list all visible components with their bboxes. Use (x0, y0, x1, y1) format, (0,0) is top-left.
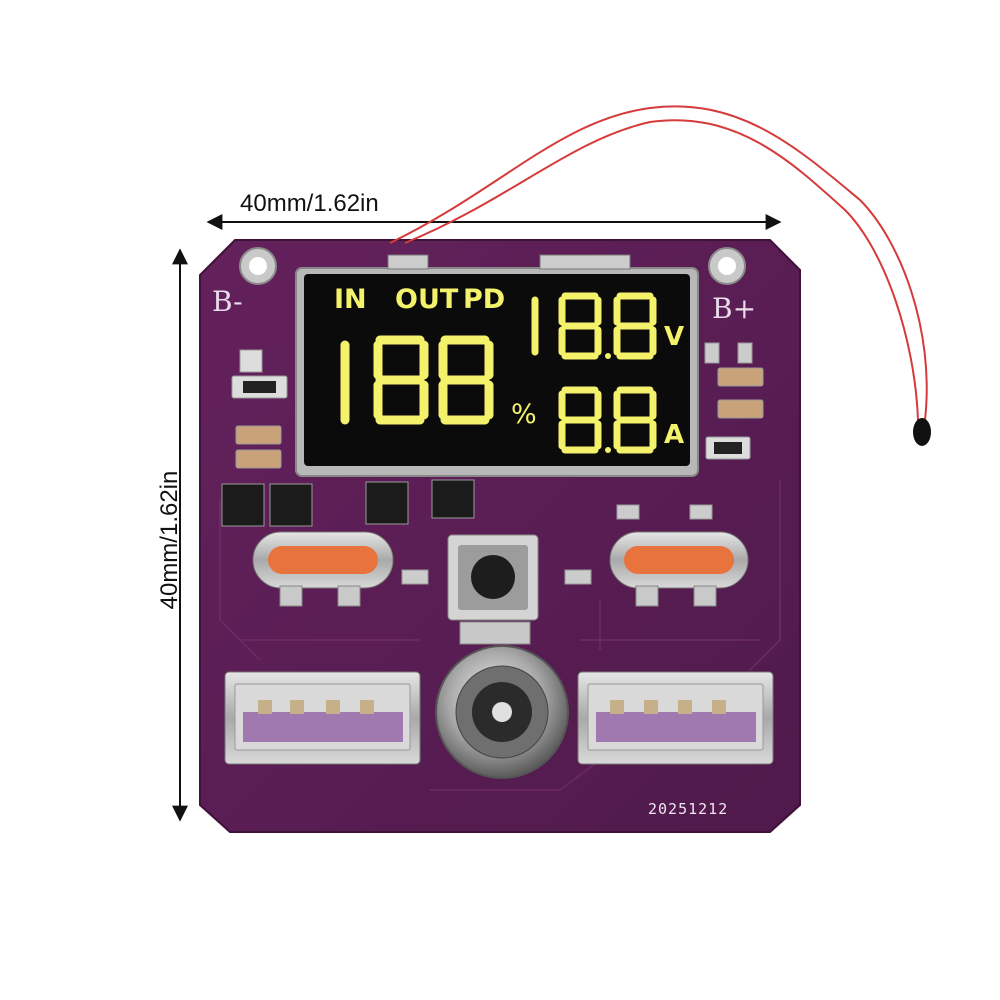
silkscreen-date-code: 20251212 (648, 800, 729, 818)
thermistor-wire (389, 105, 928, 421)
lcd-voltage-unit: V (664, 322, 685, 352)
height-dimension-label: 40mm/1.62in (156, 470, 183, 610)
lcd-voltage-digits (531, 292, 657, 360)
thermistor-bead (913, 418, 931, 446)
mounting-hole-left (239, 247, 277, 285)
width-dimension-label: 40mm/1.62in (240, 190, 379, 217)
lcd-current-digits (558, 386, 657, 454)
pcb-traces (219, 480, 781, 791)
lcd-label-in: IN (334, 284, 367, 315)
mounting-hole-right (708, 247, 746, 285)
smd-components (221, 342, 764, 645)
usb-c-port-left[interactable] (252, 531, 394, 607)
usb-a-port-right[interactable] (577, 671, 774, 765)
lcd-percent-digits (340, 335, 494, 425)
lcd-percent-unit: % (511, 399, 537, 430)
power-button[interactable] (447, 534, 539, 621)
usb-a-port-left[interactable] (224, 671, 421, 765)
silkscreen-battery-positive: B+ (712, 292, 757, 325)
dc-barrel-jack[interactable] (435, 645, 569, 779)
usb-c-port-right[interactable] (609, 531, 749, 607)
lcd-current-unit: A (664, 420, 685, 450)
lcd-label-pd: PD (463, 284, 506, 315)
lcd-label-out: OUT (395, 284, 459, 315)
connector-top-left (387, 254, 429, 270)
silkscreen-battery-negative: B- (212, 285, 243, 318)
connector-top-right (539, 254, 631, 270)
